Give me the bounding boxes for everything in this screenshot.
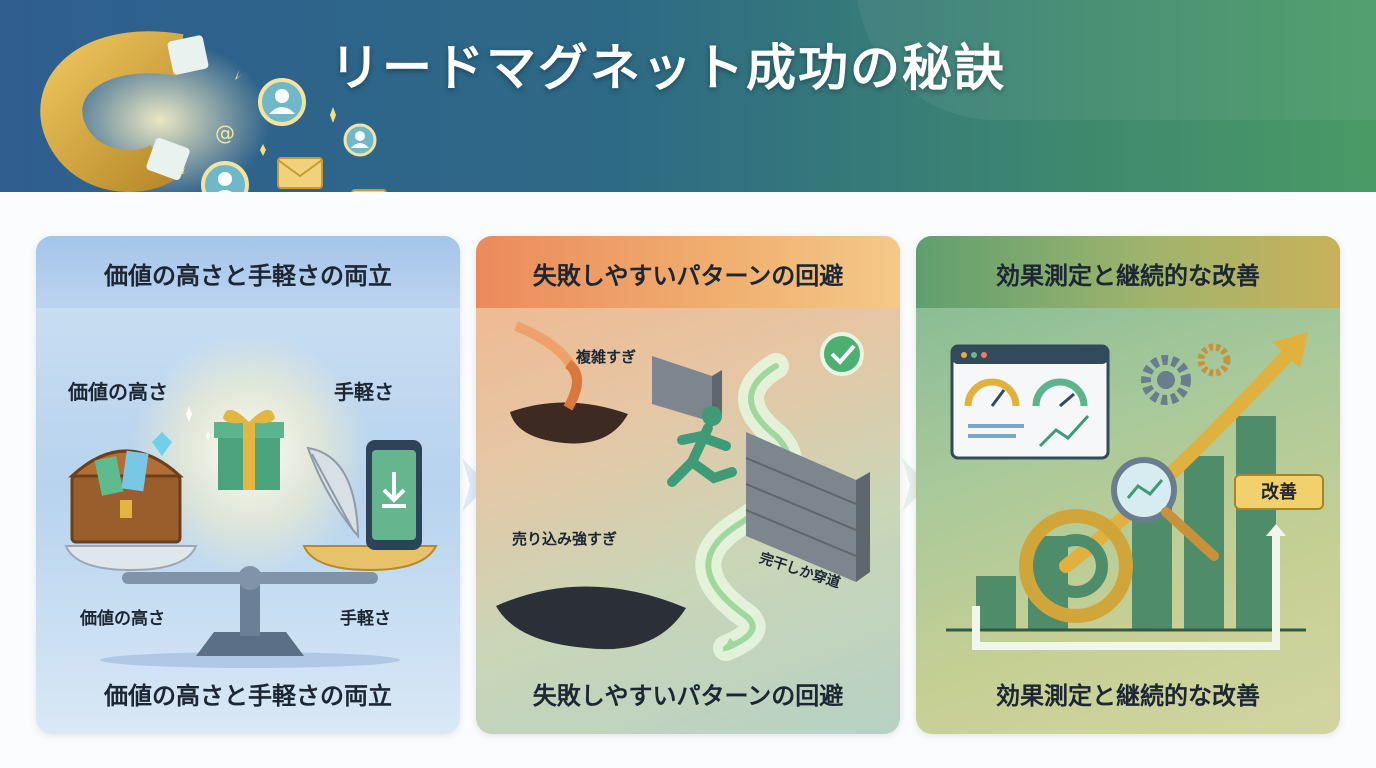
user-icon bbox=[343, 123, 377, 157]
brick-wall-icon bbox=[652, 356, 870, 582]
connector-arrow-icon bbox=[902, 458, 928, 512]
user-icon bbox=[258, 78, 306, 126]
pitfalls-illustration bbox=[496, 321, 870, 661]
magnifier-icon bbox=[1111, 457, 1219, 561]
user-icon bbox=[201, 161, 249, 192]
dashboard-icon bbox=[950, 344, 1110, 460]
panel-balance: 価値の高さと手軽さの両立 bbox=[36, 236, 460, 734]
label-ease: 手軽さ bbox=[334, 380, 394, 404]
feather-icon bbox=[306, 446, 360, 539]
hero-illustration: @ bbox=[40, 31, 387, 192]
balance-illustration bbox=[64, 334, 438, 668]
panel-heading: 効果測定と継続的な改善 bbox=[996, 262, 1260, 290]
target-icon bbox=[1019, 509, 1133, 623]
check-icon bbox=[820, 332, 864, 376]
balance-scale-icon bbox=[64, 545, 438, 668]
panel-header: 価値の高さと手軽さの両立 bbox=[36, 236, 460, 308]
improve-badge: 改善 bbox=[1234, 474, 1324, 510]
cycle-arrow-icon bbox=[972, 524, 1286, 650]
panel-measurement: 効果測定と継続的な改善 bbox=[916, 236, 1340, 734]
panel-heading: 価値の高さと手軽さの両立 bbox=[104, 262, 392, 290]
label-value-scale: 価値の高さ bbox=[80, 609, 165, 629]
panel-pitfalls: 失敗しやすいパターンの回避 複雑すぎ 売り込み強す bbox=[476, 236, 900, 734]
smartphone-download-icon bbox=[366, 440, 422, 550]
hero-banner: @ リードマグネット成功の秘訣 bbox=[0, 0, 1376, 192]
panel-footer: 効果測定と継続的な改善 bbox=[996, 682, 1260, 710]
sparkle-icon bbox=[186, 406, 210, 441]
panel-header: 失敗しやすいパターンの回避 bbox=[476, 236, 900, 308]
label-too-pushy: 売り込み強すぎ bbox=[512, 530, 618, 548]
label-too-complex: 複雑すぎ bbox=[576, 348, 637, 366]
hero-swoosh bbox=[856, 0, 1376, 120]
panel-footer: 失敗しやすいパターンの回避 bbox=[532, 682, 844, 710]
gauge-icon bbox=[964, 378, 1088, 408]
running-person-icon bbox=[667, 406, 737, 487]
label-value: 価値の高さ bbox=[68, 380, 168, 404]
page-title: リードマグネット成功の秘訣 bbox=[330, 38, 1006, 97]
at-sign-icon: @ bbox=[215, 121, 235, 145]
gear-icon bbox=[1141, 343, 1231, 405]
connector-arrow-icon bbox=[462, 458, 488, 512]
treasure-chest-icon bbox=[68, 432, 184, 544]
hole-icon bbox=[496, 321, 686, 650]
panel-header: 効果測定と継続的な改善 bbox=[916, 236, 1340, 308]
panel-footer: 価値の高さと手軽さの両立 bbox=[104, 682, 392, 710]
improve-label: 改善 bbox=[1261, 482, 1297, 503]
measurement-illustration bbox=[946, 332, 1308, 650]
label-ease-scale: 手軽さ bbox=[340, 609, 391, 629]
email-icon bbox=[277, 157, 323, 189]
email-icon bbox=[351, 189, 387, 192]
magnet-icon bbox=[40, 31, 270, 192]
panel-heading: 失敗しやすいパターンの回避 bbox=[532, 262, 844, 290]
sparkle-icon bbox=[180, 70, 336, 175]
path-arrow-icon bbox=[695, 353, 803, 661]
gift-icon bbox=[214, 409, 284, 490]
